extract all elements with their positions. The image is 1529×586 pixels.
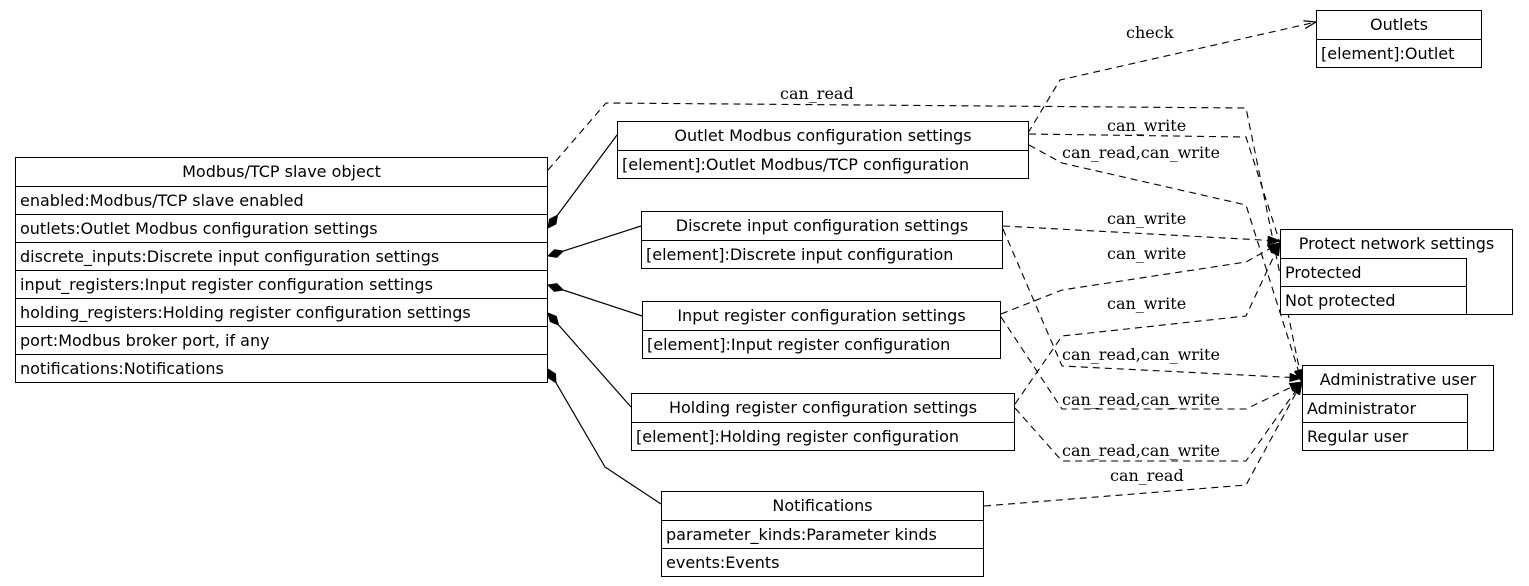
label-check: check: [1126, 23, 1174, 42]
edge-slave-holding-reg-cfg: [548, 313, 632, 408]
node-title: Administrative user: [1319, 370, 1477, 389]
node-field: Administrator: [1303, 394, 1468, 422]
node-title: Holding register configuration settings: [668, 398, 978, 417]
node-title: Outlets: [1370, 15, 1428, 34]
node-field: holding_registers:Holding register confi…: [16, 298, 547, 326]
node-field: Not protected: [1281, 286, 1467, 314]
node-field: notifications:Notifications: [16, 354, 547, 382]
edge-holding-write: [1014, 243, 1280, 405]
node-field: [element]:Input register configuration: [643, 330, 1000, 358]
node-title: Protect network settings: [1298, 234, 1495, 253]
node-holding-register-config: Holding register configuration settings …: [631, 393, 1015, 451]
label-input-rw: can_read,can_write: [1062, 390, 1220, 409]
edge-outlet-write: [1029, 134, 1281, 244]
node-field: Regular user: [1303, 422, 1468, 450]
node-field: input_registers:Input register configura…: [16, 270, 547, 298]
node-title: Discrete input configuration settings: [675, 216, 969, 235]
label-outlet-write: can_write: [1107, 116, 1186, 135]
node-field: outlets:Outlet Modbus configuration sett…: [16, 214, 547, 242]
edge-slave-outlet-cfg: [548, 134, 618, 228]
node-administrative-user: Administrative user Administrator Regula…: [1302, 365, 1494, 451]
edge-discrete-write: [1002, 225, 1280, 241]
composition-edges: [548, 134, 662, 505]
label-input-write: can_write: [1107, 244, 1186, 263]
edge-check: [1027, 22, 1316, 134]
edge-slave-input-reg-cfg: [548, 285, 643, 317]
edge-slave-discrete-cfg: [548, 225, 642, 256]
node-title: Notifications: [772, 496, 873, 515]
label-holding-write: can_write: [1107, 294, 1186, 313]
node-field: [element]:Outlet Modbus/TCP configuratio…: [618, 150, 1028, 178]
label-holding-rw: can_read,can_write: [1062, 441, 1220, 460]
edge-holding-rw: [1014, 382, 1302, 462]
node-field: enabled:Modbus/TCP slave enabled: [16, 186, 547, 214]
node-field: discrete_inputs:Discrete input configura…: [16, 242, 547, 270]
edge-labels: check can_read can_write can_read,can_wr…: [780, 23, 1220, 485]
label-outlet-rw: can_read,can_write: [1062, 143, 1220, 162]
node-field: port:Modbus broker port, if any: [16, 326, 547, 354]
label-notif-read: can_read: [1110, 466, 1184, 485]
dependency-edges: [547, 22, 1316, 507]
node-title: Outlet Modbus configuration settings: [674, 126, 972, 145]
node-field: events:Events: [662, 548, 983, 576]
edge-discrete-rw: [1002, 228, 1302, 378]
node-input-register-config: Input register configuration settings [e…: [642, 301, 1001, 359]
edge-slave-notifications: [548, 369, 662, 505]
node-title: Modbus/TCP slave object: [182, 162, 381, 181]
edge-outlet-rw: [1028, 144, 1302, 382]
node-outlet-modbus-config: Outlet Modbus configuration settings [el…: [617, 121, 1029, 179]
node-outlets: Outlets [element]:Outlet: [1316, 10, 1482, 68]
node-field: [element]:Holding register configuration: [632, 422, 1014, 450]
node-field: [element]:Outlet: [1317, 39, 1481, 67]
node-field: [element]:Discrete input configuration: [642, 240, 1002, 268]
node-notifications: Notifications parameter_kinds:Parameter …: [661, 491, 984, 577]
node-title: Input register configuration settings: [677, 306, 966, 325]
label-discrete-rw: can_read,can_write: [1062, 345, 1220, 364]
label-slave-read: can_read: [780, 84, 854, 103]
node-protect-network-settings: Protect network settings Protected Not p…: [1280, 229, 1513, 315]
node-discrete-input-config: Discrete input configuration settings [e…: [641, 211, 1003, 269]
node-field: Protected: [1281, 258, 1467, 286]
node-field: parameter_kinds:Parameter kinds: [662, 520, 983, 548]
edge-input-rw: [1000, 316, 1302, 410]
edge-input-write: [1000, 243, 1280, 315]
node-modbus-slave-object: Modbus/TCP slave object enabled:Modbus/T…: [15, 157, 548, 383]
edge-notif-read: [983, 382, 1302, 507]
label-discrete-write: can_write: [1107, 209, 1186, 228]
